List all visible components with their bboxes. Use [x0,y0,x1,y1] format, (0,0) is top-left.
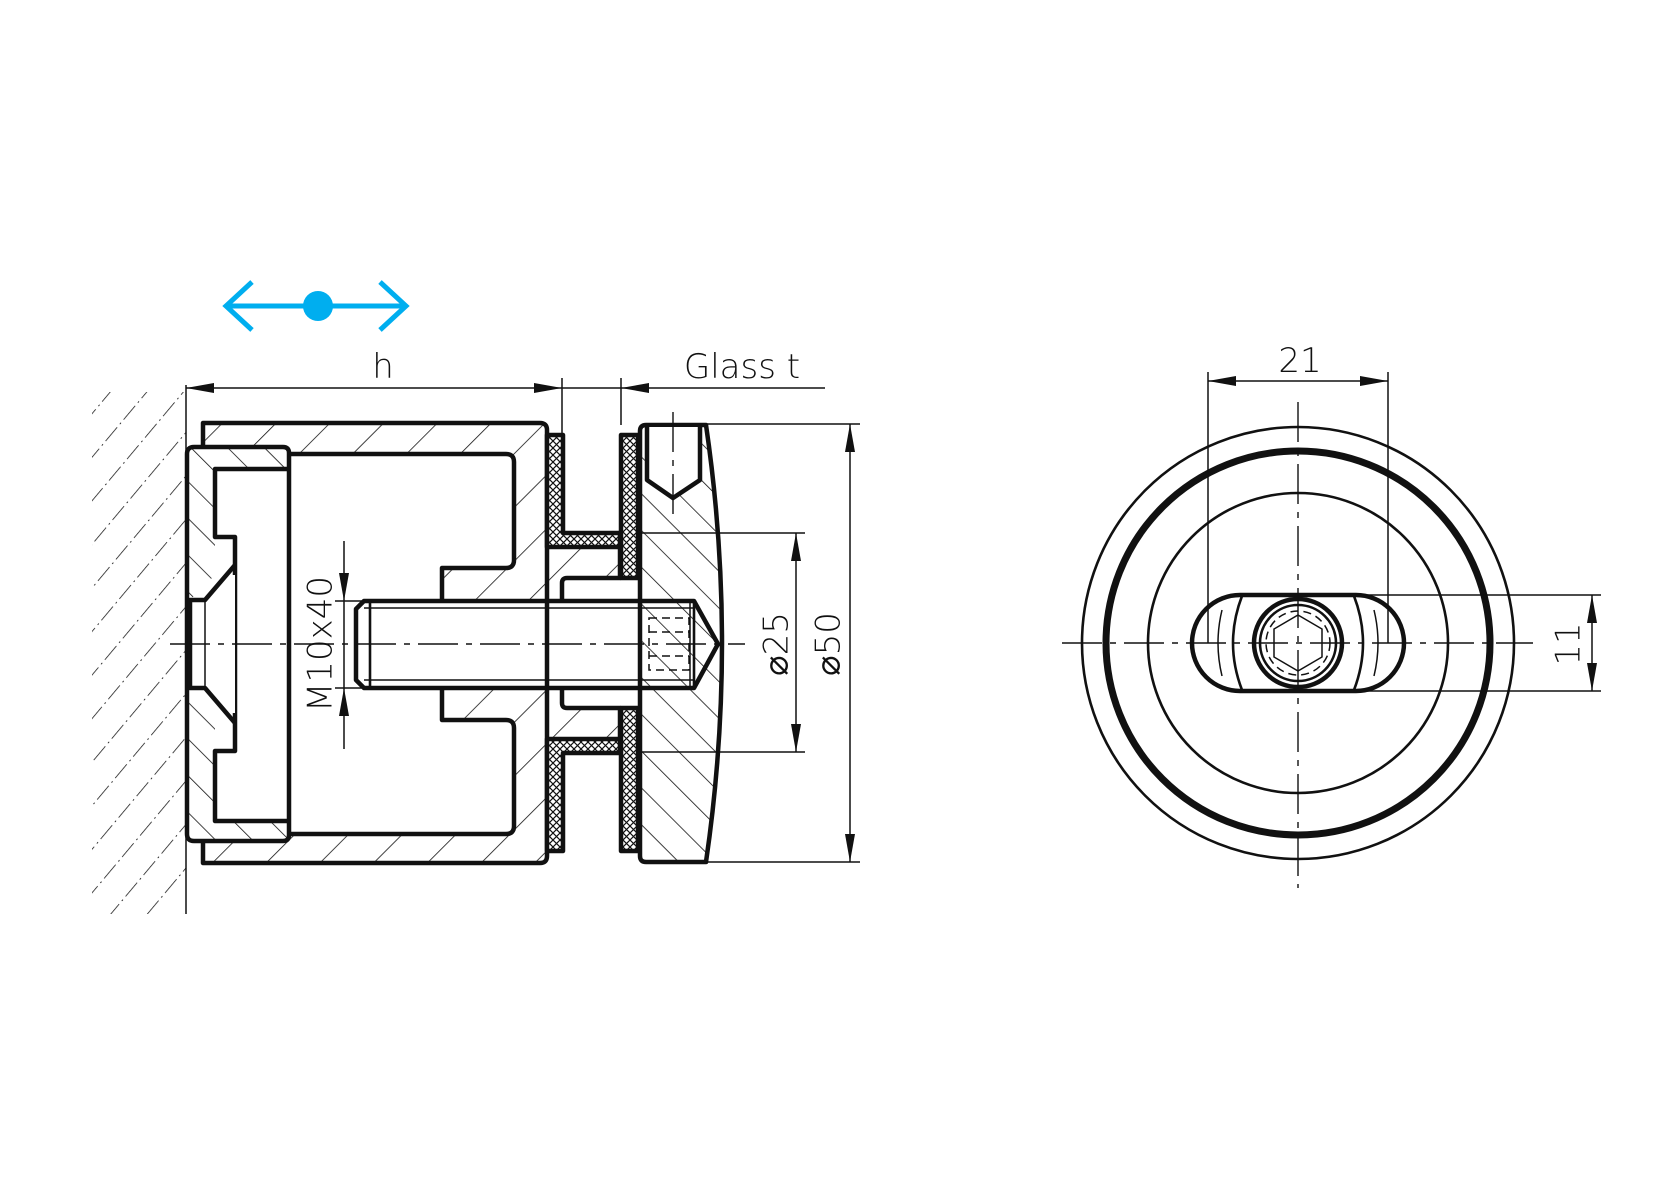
h-dimension-label: h [372,347,394,387]
glass-thickness-label: Glass t [684,347,800,387]
threaded-bolt [353,598,721,691]
diameter-50-label: ⌀50 [809,612,849,676]
thread-size-label: M10x40 [301,576,341,712]
adjustment-arrow-icon [222,280,410,332]
side-section-view [170,412,745,866]
front-dimensions [1207,372,1601,692]
side-dimensions [186,378,860,863]
width-21-label: 21 [1278,341,1321,381]
gasket-rear [547,435,620,547]
height-11-label: 11 [1549,622,1589,665]
gasket-front [621,435,638,578]
diameter-25-label: ⌀25 [757,612,797,676]
wall-section [92,385,187,914]
front-view [1062,402,1533,888]
